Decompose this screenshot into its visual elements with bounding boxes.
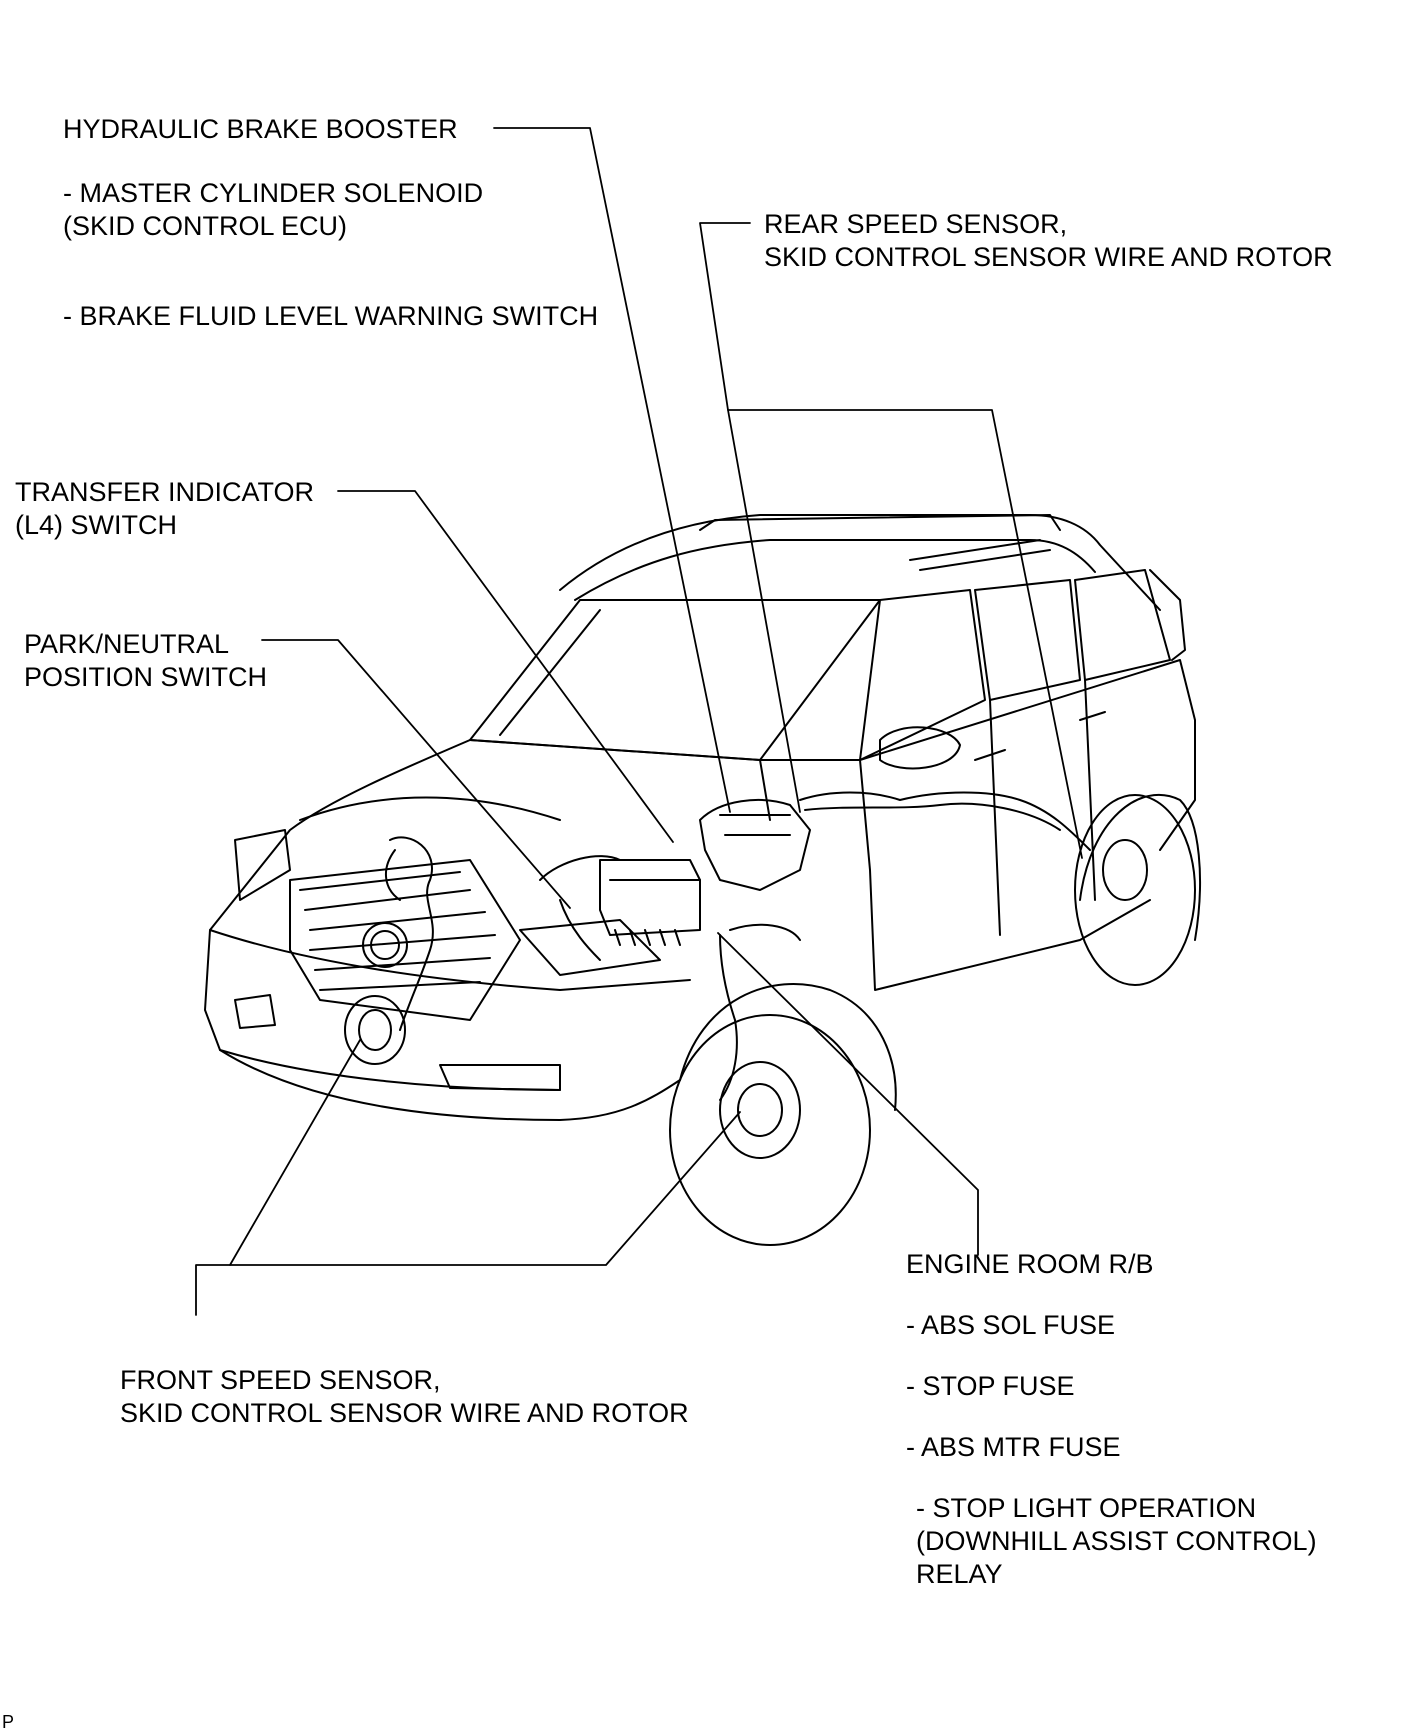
label-abs-mtr-fuse: - ABS MTR FUSE <box>906 1432 1121 1462</box>
leader-front-speed-sensor-bridge <box>229 1111 741 1266</box>
label-park-neutral-line2: POSITION SWITCH <box>24 662 267 692</box>
label-rear-speed-sensor-line2: SKID CONTROL SENSOR WIRE AND ROTOR <box>764 242 1333 272</box>
label-front-speed-sensor-line2: SKID CONTROL SENSOR WIRE AND ROTOR <box>120 1398 689 1428</box>
label-stop-light-relay-line3: RELAY <box>916 1559 1003 1589</box>
label-engine-room-rb: ENGINE ROOM R/B <box>906 1249 1154 1279</box>
leader-front-speed-sensor <box>195 1039 361 1316</box>
leader-rear-speed-sensor-bridge <box>727 409 1083 859</box>
leader-lines <box>195 127 1083 1316</box>
label-stop-light-relay-line1: - STOP LIGHT OPERATION <box>916 1493 1257 1523</box>
leader-hydraulic-brake-booster <box>493 127 731 813</box>
label-skid-control-ecu: (SKID CONTROL ECU) <box>63 211 348 241</box>
label-abs-sol-fuse: - ABS SOL FUSE <box>906 1310 1116 1340</box>
corner-mark: P <box>2 1712 15 1732</box>
leader-park-neutral <box>261 639 571 909</box>
leader-engine-room-rb <box>717 932 979 1256</box>
label-park-neutral-line1: PARK/NEUTRAL <box>24 629 230 659</box>
label-transfer-indicator-line2: (L4) SWITCH <box>15 510 177 540</box>
label-front-speed-sensor-line1: FRONT SPEED SENSOR, <box>120 1365 441 1395</box>
label-rear-speed-sensor-line1: REAR SPEED SENSOR, <box>764 209 1068 239</box>
label-stop-light-relay-line2: (DOWNHILL ASSIST CONTROL) <box>916 1526 1317 1556</box>
label-stop-fuse: - STOP FUSE <box>906 1371 1075 1401</box>
vehicle-body <box>204 514 1201 1246</box>
label-transfer-indicator-line1: TRANSFER INDICATOR <box>15 477 315 507</box>
label-hydraulic-brake-booster: HYDRAULIC BRAKE BOOSTER <box>63 114 458 144</box>
label-brake-fluid-switch: - BRAKE FLUID LEVEL WARNING SWITCH <box>63 301 599 331</box>
leader-transfer-indicator <box>337 490 674 843</box>
leader-rear-speed-sensor-bracket <box>699 222 801 813</box>
label-master-cylinder-solenoid: - MASTER CYLINDER SOLENOID <box>63 178 484 208</box>
